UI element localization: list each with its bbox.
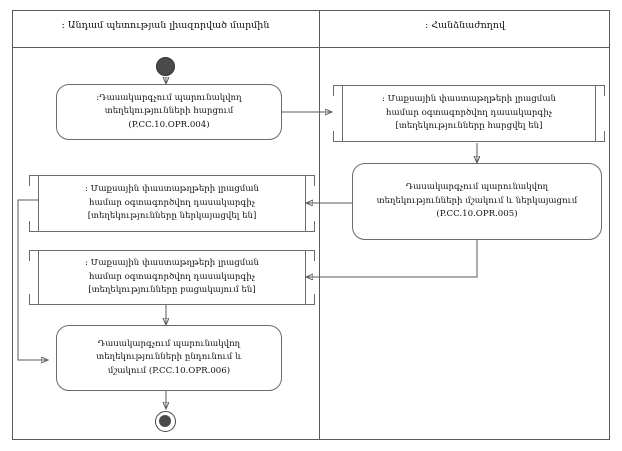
object-bracket-top-right [306,175,315,186]
object-requested-line2: համար օգտագործվող դասակարգիչ [386,107,552,118]
activity-opr006-line3: մշակում (P.CC.10.OPR.006) [107,365,231,376]
object-bracket-bottom-left [29,221,38,232]
swimlane-header-left: : Անդամ պետության լիազորված մարմին [61,20,270,31]
activity-opr004[interactable]: :Դասակարգչում պարունակվող տեղեկություննե… [56,84,282,140]
activity-opr004-line1: :Դասակարգչում պարունակվող [96,92,242,103]
swimlane-header-right: : Հանձնաժողով [425,20,505,31]
swimlane-frame [12,10,610,440]
activity-opr005[interactable]: Դասակարգչում պարունակվող տեղեկություններ… [352,163,602,240]
object-bracket-bottom-right [596,131,605,142]
object-bracket-top-left [333,85,342,96]
activity-opr006[interactable]: Դասակարգչում պարունակվող տեղեկություններ… [56,325,282,391]
object-bracket-bottom-right [306,221,315,232]
object-bracket-top-left [29,175,38,186]
activity-opr005-line2: տեղեկությունների մշակում և ներկայացում [376,195,578,206]
object-bracket-bottom-left [333,131,342,142]
object-absent-line1: : Մաքսային փաստաթղթերի լրացման [85,258,259,269]
object-bracket-bottom-right [306,294,315,305]
object-absent-line3: [տեղեկությունները բացակայում են] [88,285,256,296]
object-presented-line3: [տեղեկությունները ներկայացվել են] [87,211,257,222]
object-requested-line3: [տեղեկությունները հարցվել են] [395,121,543,132]
object-bracket-bottom-left [29,294,38,305]
activity-opr006-line2: տեղեկությունների ընդունում և [96,352,242,363]
swimlane-header-rule [12,47,610,48]
object-bracket-top-left [29,250,38,261]
swimlane-divider [319,10,320,440]
activity-opr006-line1: Դասակարգչում պարունակվող [97,338,241,349]
activity-opr004-line3: (P.CC.10.OPR.004) [128,119,210,130]
object-node-information-absent[interactable]: : Մաքսային փաստաթղթերի լրացման համար օգտ… [29,250,315,305]
final-node [155,411,176,432]
object-absent-line2: համար օգտագործվող դասակարգիչ [89,271,255,282]
object-bracket-top-right [306,250,315,261]
object-node-information-presented[interactable]: : Մաքսային փաստաթղթերի լրացման համար օգտ… [29,175,315,232]
initial-node [156,57,175,76]
object-node-information-requested[interactable]: : Մաքսային փաստաթղթերի լրացման համար օգտ… [333,85,605,142]
object-presented-line2: համար օգտագործվող դասակարգիչ [89,197,255,208]
object-requested-line1: : Մաքսային փաստաթղթերի լրացման [382,94,556,105]
activity-opr005-line1: Դասակարգչում պարունակվող [405,182,549,193]
activity-opr005-line3: (P.CC.10.OPR.005) [436,209,518,220]
activity-opr004-line2: տեղեկությունների հարցում [104,106,234,117]
object-presented-line1: : Մաքսային փաստաթղթերի լրացման [85,184,259,195]
object-bracket-top-right [596,85,605,96]
